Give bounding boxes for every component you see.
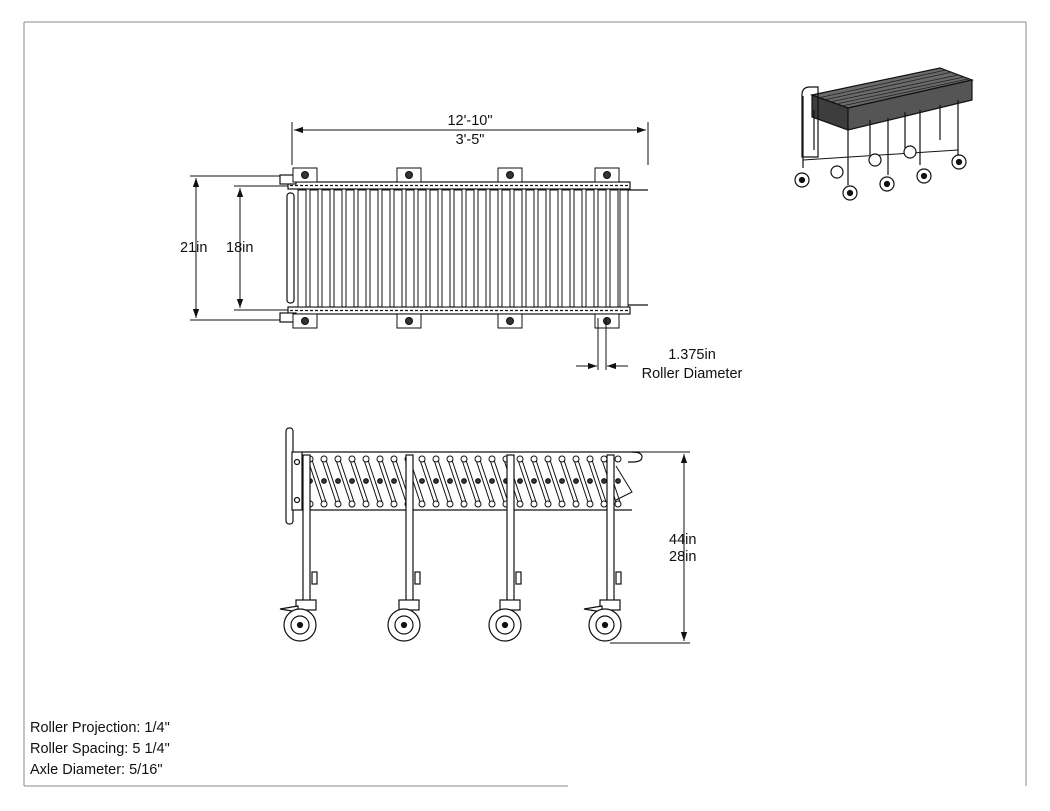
roller-width-label: 18in [226, 240, 254, 256]
side-view [279, 427, 690, 644]
roller-diameter-label: Roller Diameter [641, 366, 743, 382]
roller-axles [306, 455, 622, 508]
end-handle [279, 174, 297, 323]
spec-axle-diameter: Axle Diameter: 5/16" [30, 762, 163, 778]
overall-length-label: 12'-10" [447, 113, 493, 129]
sheet-border [23, 21, 1027, 787]
outer-width-label: 21in [180, 240, 208, 256]
length-dimension [291, 122, 649, 165]
spec-notes: Roller Projection: 1/4" Roller Spacing: … [30, 718, 170, 781]
max-height-label: 44in [669, 532, 697, 548]
width-dimensions [190, 175, 290, 321]
roller-diameter-dimension [576, 318, 628, 370]
spec-roller-spacing: Roller Spacing: 5 1/4" [30, 741, 170, 757]
side-rails [287, 181, 648, 315]
roller-diameter-value: 1.375in [668, 347, 716, 363]
casters [279, 599, 622, 642]
rollers [297, 189, 629, 308]
legs [302, 454, 622, 606]
height-dimension [610, 451, 690, 644]
caster-brackets [292, 167, 620, 329]
spec-roller-projection: Roller Projection: 1/4" [30, 720, 170, 736]
side-handle [285, 427, 303, 525]
collapsed-length-label: 3'-5" [455, 132, 485, 148]
side-rails-elevation [302, 451, 643, 511]
isometric-view [794, 67, 975, 201]
scissor-links [307, 459, 633, 503]
min-height-label: 28in [669, 549, 697, 565]
top-view [190, 122, 649, 370]
